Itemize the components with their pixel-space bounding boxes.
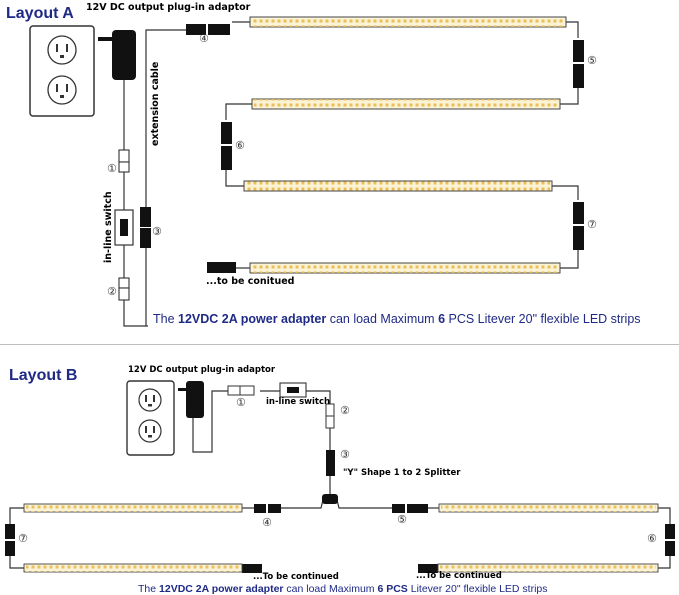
layout-a-continued-label: ...to be conitued	[206, 276, 295, 287]
layout-b-switch-label: in-line switch	[266, 397, 331, 407]
layout-a-connector-2: ②	[107, 285, 117, 298]
layout-b-connector-3: ③	[340, 448, 350, 461]
layout-a-connector-5: ⑤	[587, 54, 597, 67]
layout-b-title: Layout B	[9, 367, 78, 384]
layout-a-connector-7: ⑦	[587, 218, 597, 231]
layout-b-connector-7: ⑦	[18, 532, 28, 545]
layout-a-extension-label: extension cable	[150, 61, 161, 146]
layout-b-adapter	[178, 381, 204, 418]
layout-a-connector-1: ①	[107, 162, 117, 175]
layout-b-adapter-label: 12V DC output plug-in adaptor	[128, 365, 276, 375]
layout-a-connector-3: ③	[152, 225, 162, 238]
layout-a-strips	[243, 16, 567, 274]
layout-b-outlet	[126, 380, 175, 456]
layout-b-strips	[23, 503, 659, 573]
layout-b-connector-1: ①	[236, 396, 246, 409]
layout-a-connectors	[114, 24, 584, 301]
layout-a-adapter-label: 12V DC output plug-in adaptor	[86, 2, 251, 13]
layout-b-connectors	[5, 382, 675, 573]
layout-a-wires	[123, 21, 579, 327]
layout-b-connector-2: ②	[340, 404, 350, 417]
layout-b-continued-left: ...To be continued	[253, 572, 339, 582]
layout-b-caption: The 12VDC 2A power adapter can load Maxi…	[138, 583, 548, 595]
layout-b-connector-5: ⑤	[397, 513, 407, 526]
layout-a-caption: The 12VDC 2A power adapter can load Maxi…	[153, 312, 641, 326]
layout-a-connector-4: ④	[199, 32, 209, 45]
section-divider	[0, 344, 679, 345]
layout-a-switch-label: in-line switch	[103, 191, 114, 263]
layout-b-splitter-label: "Y" Shape 1 to 2 Splitter	[343, 468, 461, 478]
layout-b-connector-6: ⑥	[647, 532, 657, 545]
layout-a-title: Layout A	[6, 5, 74, 22]
layout-b-continued-right: ...To be continued	[416, 571, 502, 581]
layout-a-outlet	[29, 25, 95, 117]
layout-b-connector-4: ④	[262, 516, 272, 529]
layout-b-wires	[9, 390, 671, 569]
layout-a-connector-6: ⑥	[235, 139, 245, 152]
layout-a-adapter	[98, 30, 136, 80]
